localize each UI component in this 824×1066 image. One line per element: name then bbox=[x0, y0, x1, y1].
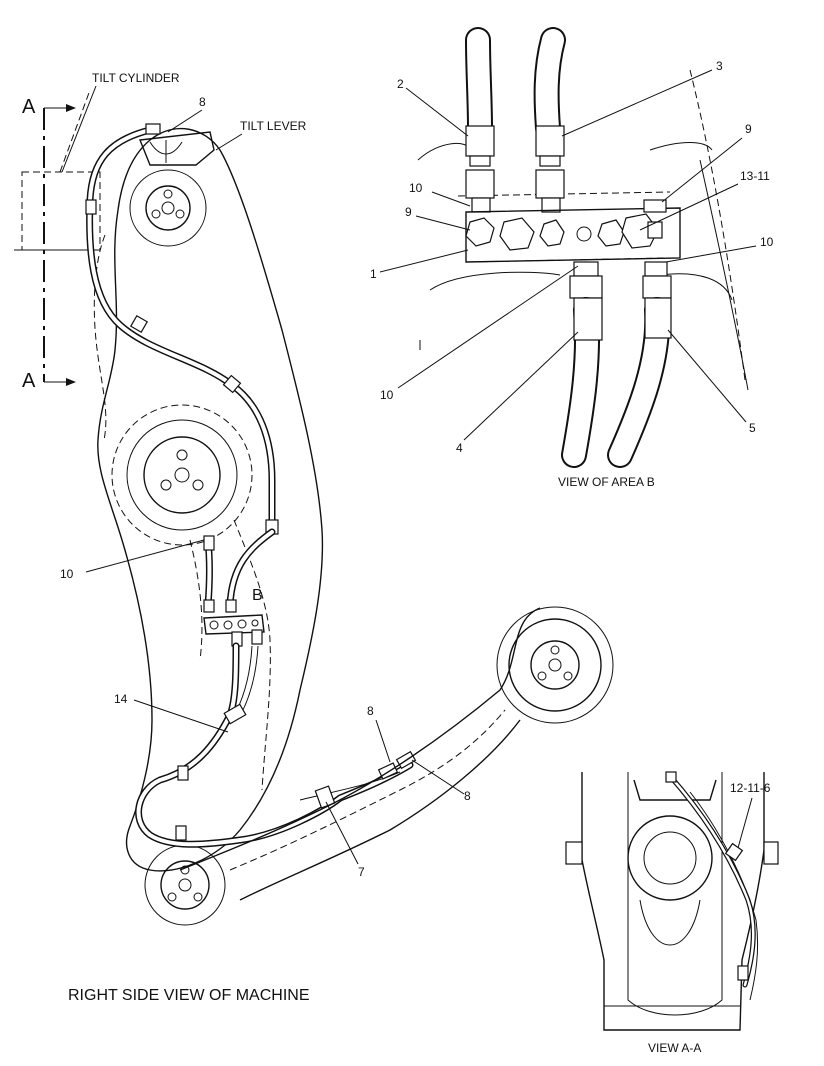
b-callout-9-left: 9 bbox=[405, 205, 412, 219]
b-callout-10-right: 10 bbox=[760, 235, 774, 249]
section-line-a-a bbox=[43, 104, 76, 386]
aa-callout-12-11-6: 12-11-6 bbox=[730, 781, 771, 795]
b-callout-10-bottom: 10 bbox=[380, 388, 394, 402]
view-a-a-title: VIEW A-A bbox=[648, 1041, 701, 1055]
hoses-to-area-b bbox=[203, 528, 276, 613]
b-callout-5: 5 bbox=[749, 421, 756, 435]
tilt-cylinder-outline bbox=[14, 89, 101, 251]
b-callout-10-left: 10 bbox=[409, 181, 423, 195]
b-callout-9-right: 9 bbox=[745, 122, 752, 136]
main-view-annotations: TILT CYLINDER TILT LEVER A A B 8 10 14 8… bbox=[22, 71, 471, 1004]
detail-view-a-a bbox=[565, 771, 779, 1031]
tilt-cylinder-label: TILT CYLINDER bbox=[92, 71, 180, 85]
b-callout-4: 4 bbox=[456, 441, 463, 455]
section-a-top-label: A bbox=[22, 96, 36, 118]
hose-clamps-upper bbox=[85, 123, 279, 535]
area-b-label: B bbox=[252, 587, 263, 604]
b-callout-13-11: 13-11 bbox=[740, 169, 770, 183]
callout-8-right: 8 bbox=[464, 789, 471, 803]
detail-view-a-a-annotations: 12-11-6 VIEW A-A bbox=[648, 781, 771, 1055]
tilt-lever-label: TILT LEVER bbox=[240, 119, 307, 133]
hose-upper-run bbox=[86, 126, 276, 532]
section-a-bottom-label: A bbox=[22, 370, 36, 392]
manifold-block-b bbox=[203, 614, 265, 647]
detail-area-b bbox=[417, 27, 749, 468]
b-callout-3: 3 bbox=[716, 59, 723, 73]
callout-8-mid: 8 bbox=[367, 704, 374, 718]
b-callout-1: 1 bbox=[370, 267, 377, 281]
right-side-view-title: RIGHT SIDE VIEW OF MACHINE bbox=[68, 987, 310, 1004]
detail-area-b-annotations: 2 3 9 10 13-11 9 10 1 10 4 5 VIEW OF ARE… bbox=[370, 59, 774, 489]
callout-8-top: 8 bbox=[199, 95, 206, 109]
callout-10-main: 10 bbox=[60, 567, 74, 581]
lower-link-arm bbox=[179, 606, 614, 901]
tilt-lever-top-block bbox=[139, 131, 215, 166]
callout-14: 14 bbox=[114, 692, 128, 706]
view-area-b-title: VIEW OF AREA B bbox=[558, 475, 655, 489]
hose-lower-run bbox=[135, 642, 417, 848]
callout-7: 7 bbox=[358, 865, 365, 879]
tilt-lever-arm bbox=[93, 127, 324, 926]
b-callout-2: 2 bbox=[397, 77, 404, 91]
